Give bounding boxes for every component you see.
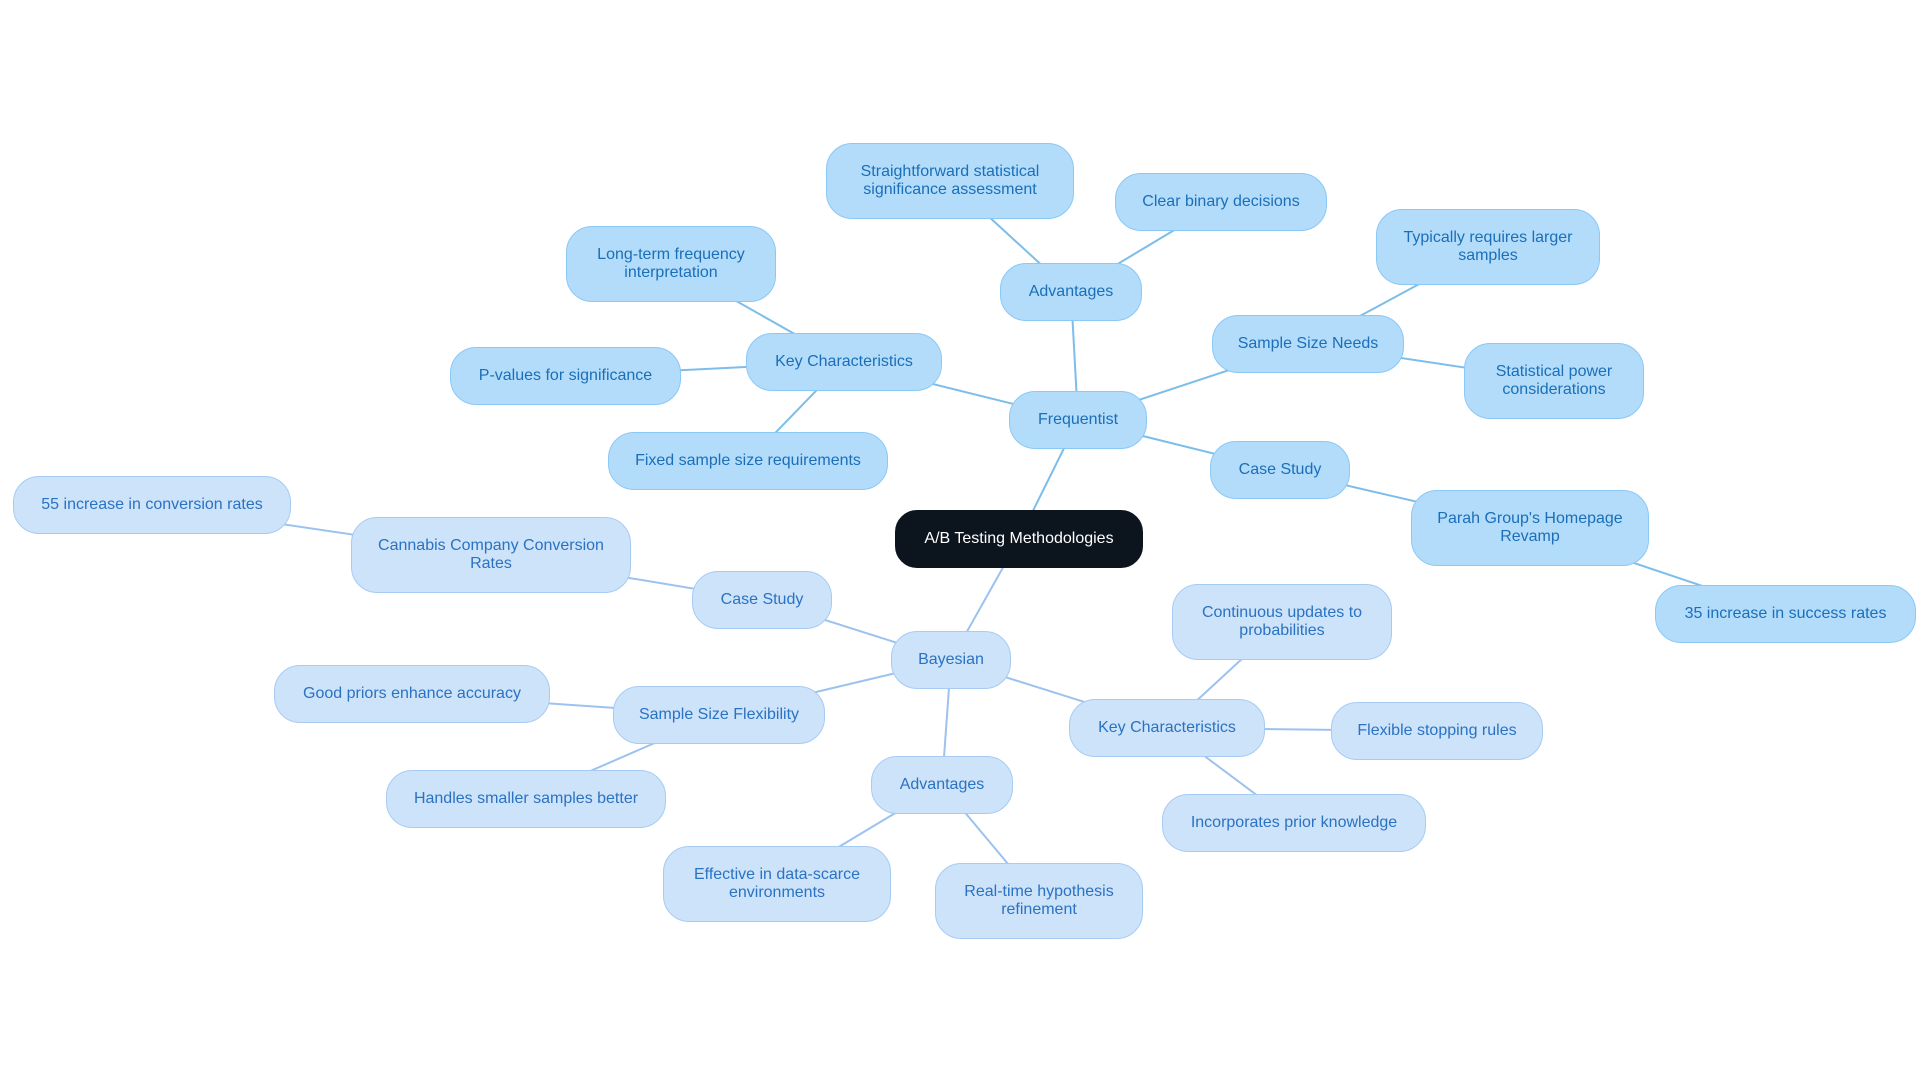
bayesian-key-continuous-label: Continuous updates to probabilities bbox=[1201, 604, 1363, 639]
bayesian-case-conversion-node: 55 increase in conversion rates bbox=[13, 476, 291, 534]
frequentist-key-pvalues-label: P-values for significance bbox=[478, 367, 653, 384]
bayesian-case-cannabis-node: Cannabis Company Conversion Rates bbox=[351, 517, 631, 593]
bayesian-case-study-node: Case Study bbox=[692, 571, 832, 629]
frequentist-key-fixed-sample-node: Fixed sample size requirements bbox=[608, 432, 888, 490]
bayesian-case-cannabis-label: Cannabis Company Conversion Rates bbox=[378, 537, 604, 572]
bayesian-sample-size-label: Sample Size Flexibility bbox=[638, 706, 800, 723]
frequentist-key-longterm-label: Long-term frequency interpretation bbox=[597, 246, 745, 281]
bayesian-node: Bayesian bbox=[891, 631, 1011, 689]
frequentist-label: Frequentist bbox=[1037, 411, 1119, 428]
frequentist-case-study-label: Case Study bbox=[1238, 461, 1322, 478]
frequentist-node: Frequentist bbox=[1009, 391, 1147, 449]
bayesian-sample-smaller-label: Handles smaller samples better bbox=[413, 790, 639, 807]
root-node: A/B Testing Methodologies bbox=[895, 510, 1143, 568]
bayesian-key-characteristics-label: Key Characteristics bbox=[1098, 719, 1236, 736]
frequentist-advantages-label: Advantages bbox=[1028, 283, 1114, 300]
bayesian-advantage-realtime-label: Real-time hypothesis refinement bbox=[964, 883, 1114, 918]
bayesian-key-stopping-label: Flexible stopping rules bbox=[1357, 722, 1517, 739]
frequentist-sample-larger-label: Typically requires larger samples bbox=[1403, 229, 1573, 264]
frequentist-sample-size-node: Sample Size Needs bbox=[1212, 315, 1404, 373]
frequentist-case-success-node: 35 increase in success rates bbox=[1655, 585, 1916, 643]
bayesian-advantage-scarce-node: Effective in data-scarce environments bbox=[663, 846, 891, 922]
bayesian-key-characteristics-node: Key Characteristics bbox=[1069, 699, 1265, 757]
frequentist-key-characteristics-node: Key Characteristics bbox=[746, 333, 942, 391]
bayesian-sample-priors-node: Good priors enhance accuracy bbox=[274, 665, 550, 723]
bayesian-case-conversion-label: 55 increase in conversion rates bbox=[41, 496, 263, 513]
frequentist-key-fixed-sample-label: Fixed sample size requirements bbox=[635, 452, 861, 469]
frequentist-case-success-label: 35 increase in success rates bbox=[1684, 605, 1887, 622]
frequentist-advantage-binary-node: Clear binary decisions bbox=[1115, 173, 1327, 231]
frequentist-sample-power-node: Statistical power considerations bbox=[1464, 343, 1644, 419]
bayesian-advantages-node: Advantages bbox=[871, 756, 1013, 814]
frequentist-case-parah-node: Parah Group's Homepage Revamp bbox=[1411, 490, 1649, 566]
frequentist-advantage-significance-label: Straightforward statistical significance… bbox=[860, 163, 1040, 198]
bayesian-advantages-label: Advantages bbox=[899, 776, 985, 793]
frequentist-advantage-binary-label: Clear binary decisions bbox=[1142, 193, 1300, 210]
bayesian-key-prior-label: Incorporates prior knowledge bbox=[1190, 814, 1398, 831]
frequentist-key-longterm-node: Long-term frequency interpretation bbox=[566, 226, 776, 302]
bayesian-sample-size-node: Sample Size Flexibility bbox=[613, 686, 825, 744]
bayesian-key-stopping-node: Flexible stopping rules bbox=[1331, 702, 1543, 760]
root-label: A/B Testing Methodologies bbox=[924, 530, 1114, 547]
bayesian-advantage-scarce-label: Effective in data-scarce environments bbox=[693, 866, 860, 901]
bayesian-label: Bayesian bbox=[918, 651, 984, 668]
frequentist-sample-power-label: Statistical power considerations bbox=[1495, 363, 1613, 398]
bayesian-sample-smaller-node: Handles smaller samples better bbox=[386, 770, 666, 828]
frequentist-sample-larger-node: Typically requires larger samples bbox=[1376, 209, 1600, 285]
frequentist-key-characteristics-label: Key Characteristics bbox=[775, 353, 913, 370]
frequentist-advantage-significance-node: Straightforward statistical significance… bbox=[826, 143, 1074, 219]
frequentist-sample-size-label: Sample Size Needs bbox=[1237, 335, 1379, 352]
bayesian-key-continuous-node: Continuous updates to probabilities bbox=[1172, 584, 1392, 660]
frequentist-case-study-node: Case Study bbox=[1210, 441, 1350, 499]
frequentist-key-pvalues-node: P-values for significance bbox=[450, 347, 681, 405]
bayesian-case-study-label: Case Study bbox=[720, 591, 804, 608]
frequentist-case-parah-label: Parah Group's Homepage Revamp bbox=[1437, 510, 1623, 545]
bayesian-advantage-realtime-node: Real-time hypothesis refinement bbox=[935, 863, 1143, 939]
bayesian-sample-priors-label: Good priors enhance accuracy bbox=[303, 685, 521, 702]
frequentist-advantages-node: Advantages bbox=[1000, 263, 1142, 321]
bayesian-key-prior-node: Incorporates prior knowledge bbox=[1162, 794, 1426, 852]
